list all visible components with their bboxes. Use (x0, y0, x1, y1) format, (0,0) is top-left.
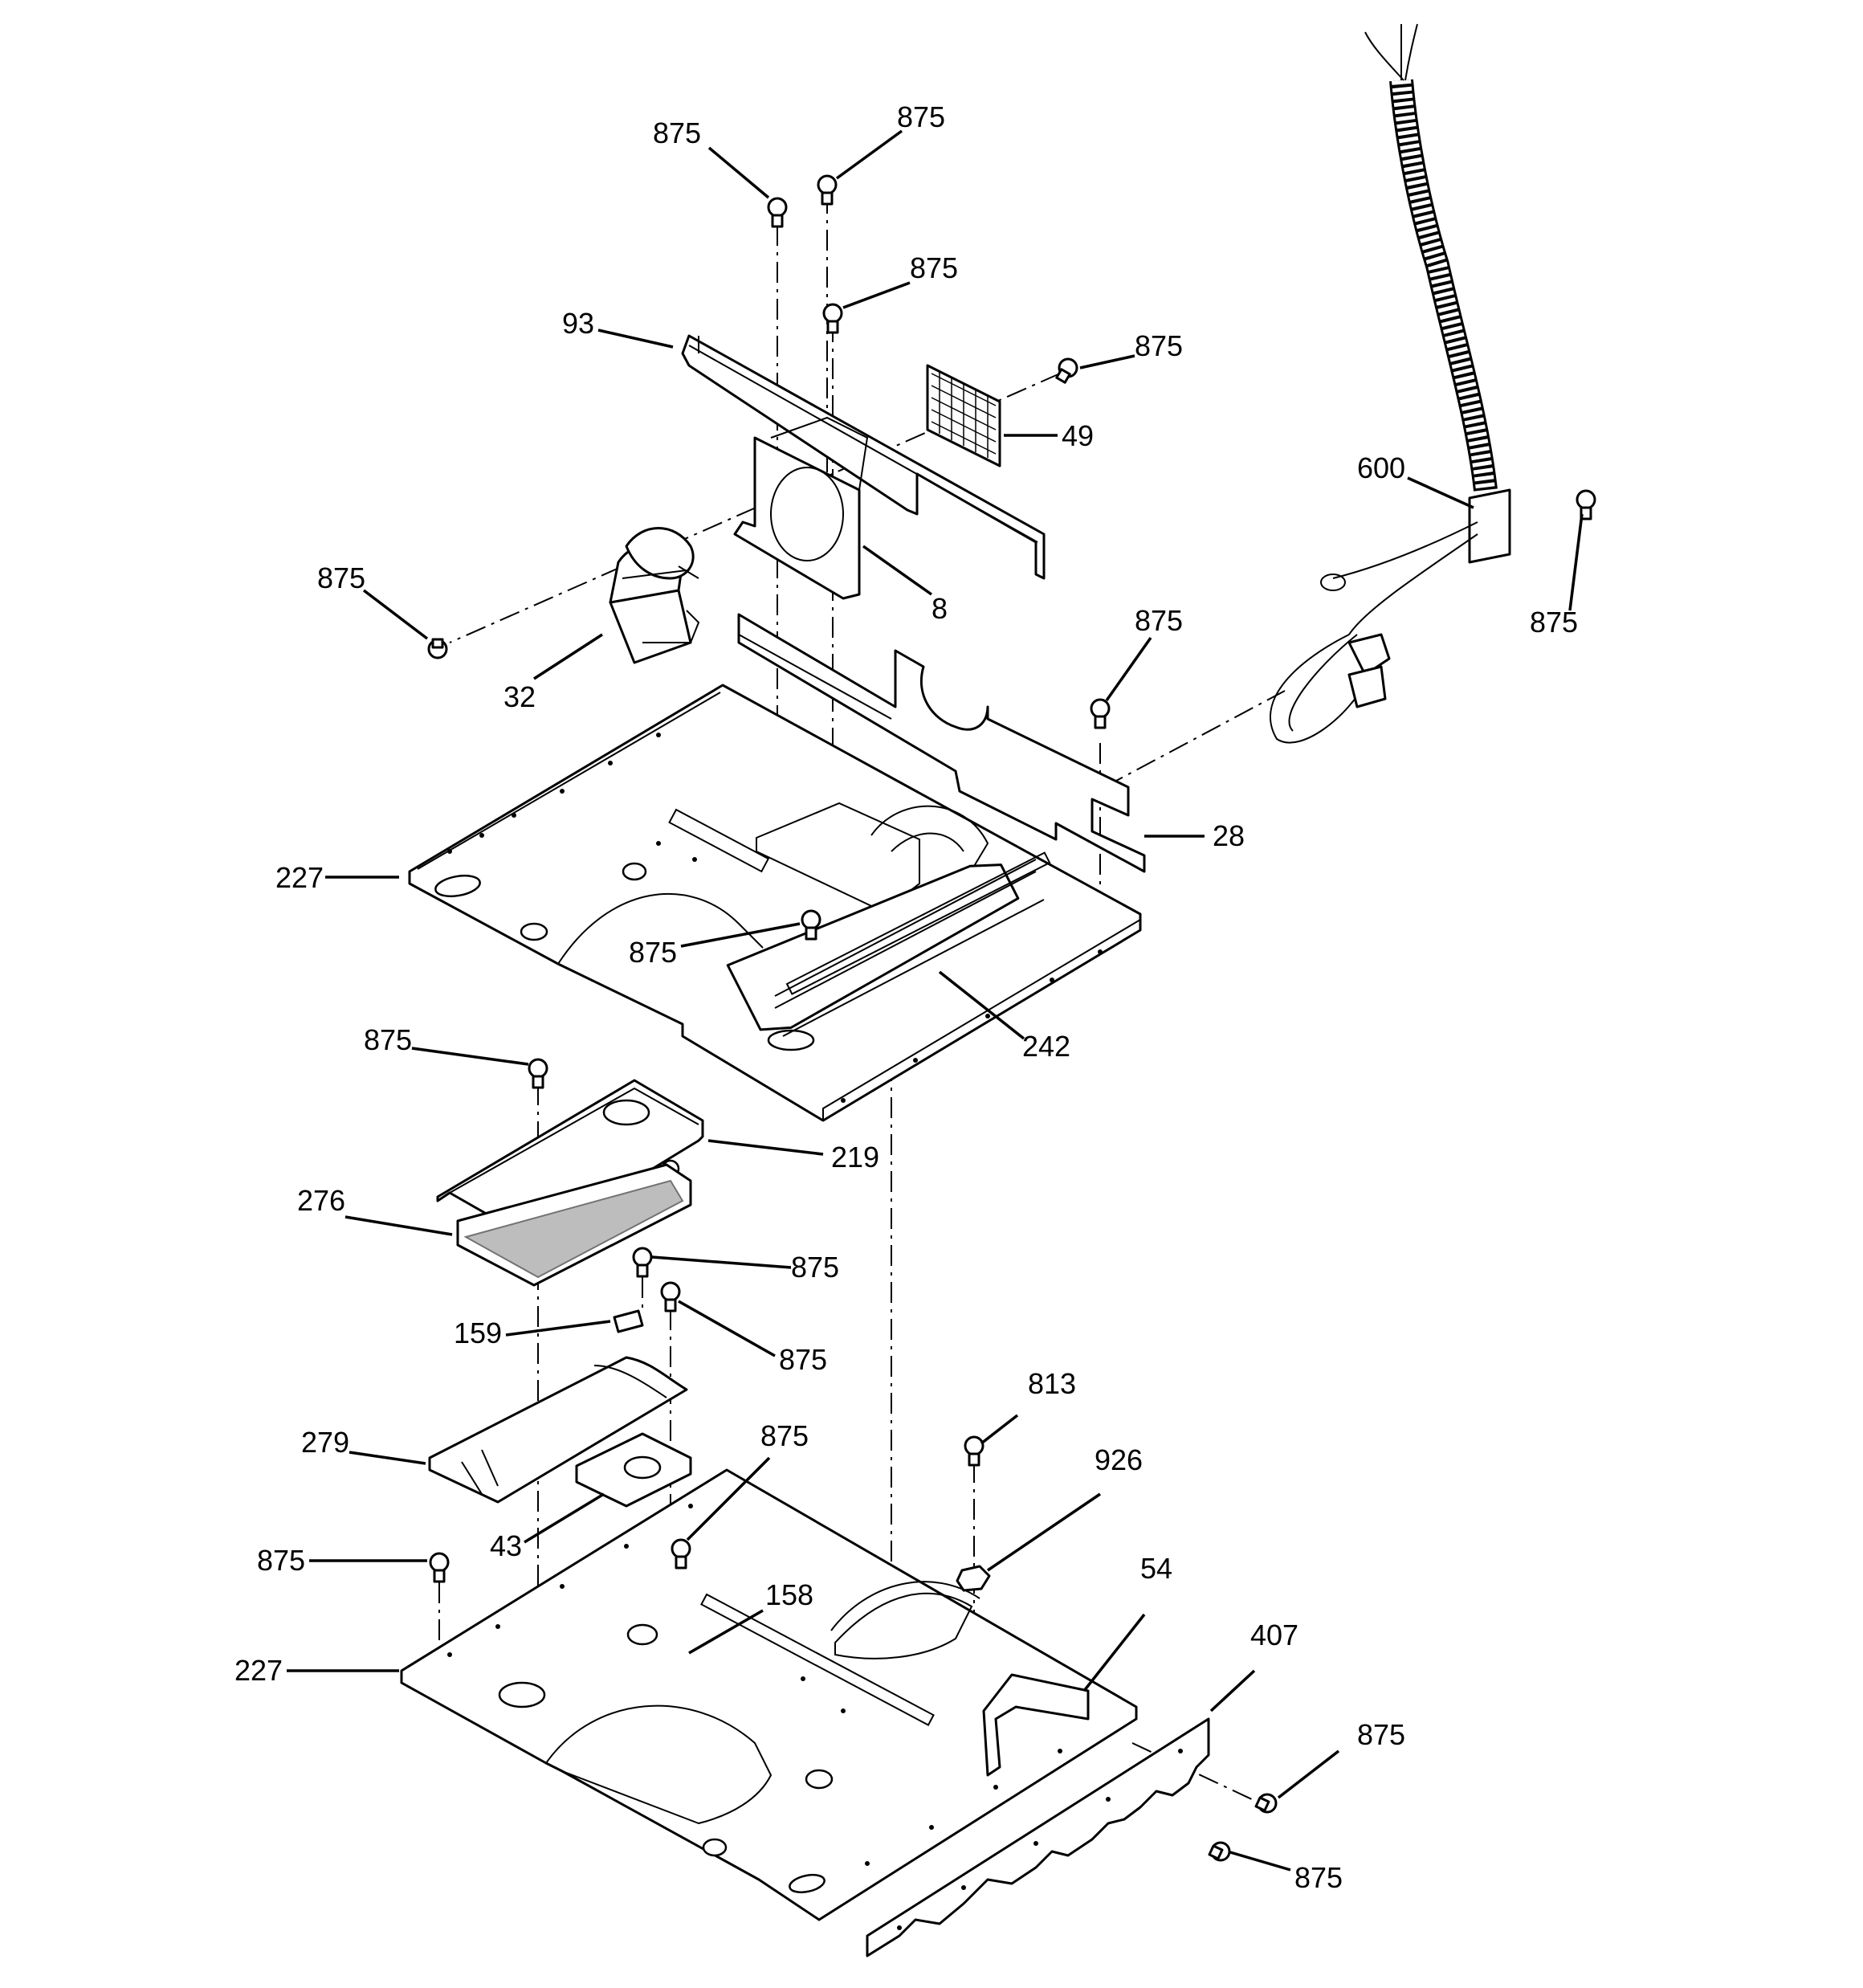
screws (427, 174, 1596, 1862)
fan-motor (609, 527, 700, 664)
callout-label: 875 (791, 1251, 839, 1284)
callout-label: 600 (1357, 451, 1405, 484)
screw-icon (817, 174, 838, 206)
callout-label: 219 (831, 1141, 879, 1174)
bracket-54-part (982, 1673, 1090, 1777)
top-bracket (681, 334, 1046, 580)
callout-label: 93 (562, 307, 594, 340)
grille (926, 364, 1001, 467)
callout-label: 227 (234, 1654, 283, 1687)
callout-label: 875 (897, 100, 945, 133)
callout-label: 875 (779, 1343, 827, 1376)
screw-icon (1254, 1793, 1278, 1814)
screw-icon (671, 1538, 691, 1570)
insulation-pad (456, 1163, 692, 1287)
callout-label: 407 (1250, 1619, 1298, 1651)
air-duct (428, 1356, 688, 1504)
screw-icon (427, 638, 448, 659)
callout-label: 875 (1530, 606, 1578, 639)
fan-shroud (733, 416, 869, 600)
screw-icon (429, 1552, 450, 1583)
callout-labels: 875 875 875 93 875 49 600 875 875 8 32 8… (234, 100, 1578, 1894)
screw-icon (801, 909, 821, 941)
callout-label: 158 (765, 1578, 813, 1611)
callout-label: 926 (1095, 1443, 1143, 1476)
screw-icon (1576, 489, 1596, 520)
screw-icon (1208, 1841, 1231, 1862)
screw-icon (1090, 698, 1111, 729)
callout-label: 227 (275, 861, 324, 894)
callout-label: 875 (1357, 1718, 1405, 1751)
upper-base-pan (408, 684, 1142, 1122)
screw-icon (822, 303, 843, 334)
callout-label: 159 (454, 1316, 502, 1349)
callout-label: 279 (301, 1426, 349, 1459)
front-rail (866, 1717, 1210, 1957)
callout-label: 813 (1028, 1367, 1076, 1400)
callout-label: 875 (317, 561, 365, 594)
callout-label: 54 (1140, 1552, 1172, 1585)
callout-label: 32 (503, 680, 536, 713)
callout-label: 8 (932, 592, 948, 625)
wire-harness (1270, 23, 1511, 744)
screw-icon (964, 1435, 984, 1467)
callout-label: 276 (297, 1184, 345, 1217)
screw-icon (528, 1058, 548, 1089)
lower-base-pan (400, 1468, 1138, 1921)
mount-plate (575, 1432, 692, 1508)
callout-label: 875 (653, 116, 701, 149)
leader-lines (287, 129, 1584, 1872)
callout-label: 875 (910, 251, 958, 284)
rear-panel (737, 613, 1146, 873)
callout-label: 43 (490, 1529, 522, 1562)
callout-label: 875 (257, 1544, 305, 1577)
callout-label: 875 (1135, 329, 1183, 362)
callout-label: 875 (1135, 604, 1183, 637)
screw-icon (632, 1247, 653, 1278)
callout-label: 49 (1062, 419, 1094, 452)
callout-label: 28 (1213, 819, 1245, 852)
callout-label: 242 (1022, 1030, 1070, 1063)
callout-label: 875 (364, 1023, 412, 1056)
burner-cover (436, 1079, 704, 1243)
screw-icon (1055, 357, 1078, 384)
screw-icon (660, 1281, 681, 1312)
callout-label: 875 (760, 1419, 809, 1452)
callout-label: 875 (1294, 1861, 1343, 1894)
screw-icon (767, 197, 788, 228)
nut-icon (956, 1565, 991, 1592)
callout-label: 875 (629, 936, 677, 969)
channel-part (726, 851, 1051, 1037)
